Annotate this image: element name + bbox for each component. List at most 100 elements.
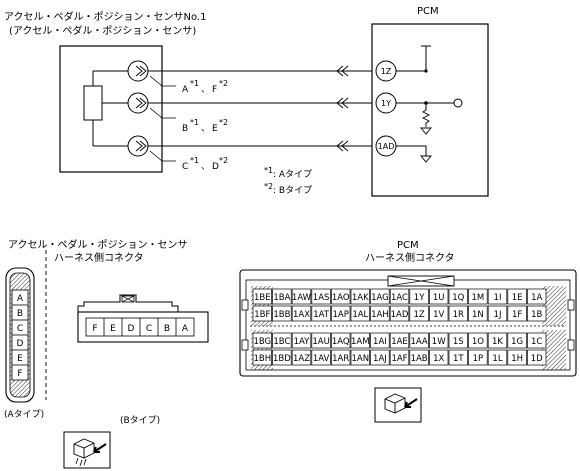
- pcm-pin-label: 1B: [531, 310, 542, 320]
- pcm-pin-label: 1AV: [313, 354, 330, 364]
- pulldown-resistor: [421, 109, 431, 127]
- pcm-pin-cell: 1AK: [350, 288, 370, 305]
- pcm-pin-label: 1C: [531, 337, 542, 347]
- pcm-pin-cell: 1AU: [311, 332, 331, 349]
- svg-text:: Bタイプ: : Bタイプ: [273, 185, 312, 196]
- pcm-pin-label: 1W: [432, 337, 446, 347]
- sensor-connector-title-line2: ハーネス側コネクタ: [54, 251, 144, 264]
- pcm-pin-label: 1AO: [332, 293, 350, 303]
- svg-text:*1: *1: [190, 79, 199, 88]
- pcm-pin-cell: 1AG: [370, 288, 390, 305]
- type-a-label: (Aタイプ): [4, 409, 44, 420]
- connector-view-icon: [63, 431, 111, 469]
- pcm-pin-cell: 1AW: [291, 288, 312, 305]
- pcm-pin-cell: 1AY: [291, 332, 312, 349]
- pcm-pin-cell: 1AE: [389, 332, 410, 349]
- pcm-pin-cell: 1S: [448, 332, 468, 349]
- pcm-pin-cell: 1AQ: [331, 332, 351, 349]
- sensor-pin-2: [127, 92, 149, 114]
- pcm-pin-label: 1AD: [391, 310, 409, 320]
- pcm-pin-label: 1AH: [371, 310, 389, 320]
- pcm-pin-cell: 1R: [448, 305, 468, 322]
- svg-text:*2: *2: [264, 182, 273, 191]
- sensor-title-line1: アクセル・ペダル・ポジション・センサNo.1: [4, 10, 206, 23]
- pcm-pin-cell: 1AO: [331, 288, 351, 305]
- ground-icon: [420, 127, 432, 135]
- pcm-pin-cell: 1AX: [291, 305, 312, 322]
- pcm-pin-cell: 1BB: [272, 305, 292, 322]
- svg-text:F: F: [92, 324, 97, 334]
- svg-text:*1: *1: [190, 156, 199, 165]
- pcm-pin-label: 1M: [472, 293, 485, 303]
- pcm-pin-label: 1A: [531, 293, 542, 303]
- pcm-pin-cell: 1AR: [331, 349, 351, 366]
- pcm-pin-label: 1E: [512, 293, 523, 303]
- pcm-pin-label: 1AJ: [373, 354, 387, 364]
- ground-icon: [420, 155, 432, 163]
- pcm-pin-cell: 1M: [468, 288, 488, 305]
- pcm-pin-cell: 1Q: [448, 288, 468, 305]
- pcm-pin-cell: 1AT: [311, 305, 331, 322]
- pcm-pin-cell: 1AI: [370, 332, 390, 349]
- pcm-pin-1z: 1Z: [375, 60, 397, 82]
- chevron-icon: [336, 97, 349, 109]
- svg-text:、: 、: [201, 85, 210, 95]
- pcm-pin-cell: 1D: [527, 349, 547, 366]
- pcm-pin-label: 1AG: [371, 293, 389, 303]
- svg-text:B: B: [17, 309, 23, 319]
- pcm-pin-label: 1AL: [352, 310, 368, 320]
- svg-text:、: 、: [201, 124, 210, 134]
- pcm-pin-1ad: 1AD: [375, 135, 397, 157]
- sensor-title-line2: (アクセル・ペダル・ポジション・センサ): [9, 24, 196, 37]
- svg-text:E: E: [110, 324, 116, 334]
- pcm-pin-label: 1L: [492, 354, 502, 364]
- wire-label-1: A *1 、 F *2: [182, 79, 228, 95]
- pcm-pin-label: 1X: [433, 354, 444, 364]
- svg-text:*2: *2: [219, 118, 228, 127]
- pcm-pin-cell: 1E: [507, 288, 527, 305]
- pcm-pin-label: 1U: [433, 293, 445, 303]
- pcm-pin-label: 1V: [433, 310, 444, 320]
- sensor-resistor: [83, 85, 103, 121]
- pcm-pin-cell: 1F: [507, 305, 527, 322]
- pcm-pin-label: 1BE: [254, 293, 271, 303]
- pcm-pin-cell: 1BD: [272, 349, 292, 366]
- pcm-pin-cell: 1H: [507, 349, 527, 366]
- pcm-pin-cell: 1AD: [389, 305, 410, 322]
- pcm-pin-label: 1G: [511, 337, 523, 347]
- pcm-pin-cell: 1G: [507, 332, 527, 349]
- pcm-pin-label: 1AR: [332, 354, 349, 364]
- svg-text:A: A: [182, 324, 189, 334]
- svg-text:B: B: [182, 124, 188, 134]
- pcm-pin-label: 1AS: [313, 293, 330, 303]
- sensor-connector-title-line1: アクセル・ペダル・ポジション・センサ: [8, 238, 188, 251]
- pcm-pin-cell: 1AV: [311, 349, 331, 366]
- pcm-pin-cell: 1BG: [252, 332, 272, 349]
- svg-text:E: E: [212, 124, 218, 134]
- pcm-pin-cell: 1W: [429, 332, 449, 349]
- pcm-pin-label: 1BD: [273, 354, 291, 364]
- pcm-pin-cell: 1I: [487, 288, 508, 305]
- connector-view-icon: [374, 387, 422, 423]
- svg-text:A: A: [17, 294, 24, 304]
- pcm-pin-label: 1K: [492, 337, 503, 347]
- pcm-pin-label: 1BG: [253, 337, 271, 347]
- pcm-pin-cell: 1BH: [252, 349, 272, 366]
- svg-text:: Aタイプ: : Aタイプ: [273, 169, 312, 180]
- note-1: *1 : Aタイプ: [264, 166, 312, 180]
- pcm-pin-cell: 1T: [448, 349, 468, 366]
- sensor-pin-1: [127, 60, 149, 82]
- svg-text:B: B: [164, 324, 170, 334]
- pcm-pin-cell: 1AJ: [370, 349, 390, 366]
- pcm-pin-label: 1AC: [391, 293, 408, 303]
- svg-text:D: D: [212, 162, 219, 172]
- svg-text:C: C: [17, 324, 23, 334]
- svg-text:D: D: [17, 339, 24, 349]
- pcm-connector-title-line2: ハーネス側コネクタ: [365, 251, 455, 264]
- pcm-pin-label: 1AT: [313, 310, 330, 320]
- pcm-pin-cell: 1B: [527, 305, 547, 322]
- pcm-pin-label: 1N: [472, 310, 484, 320]
- pcm-pin-label: 1T: [453, 354, 464, 364]
